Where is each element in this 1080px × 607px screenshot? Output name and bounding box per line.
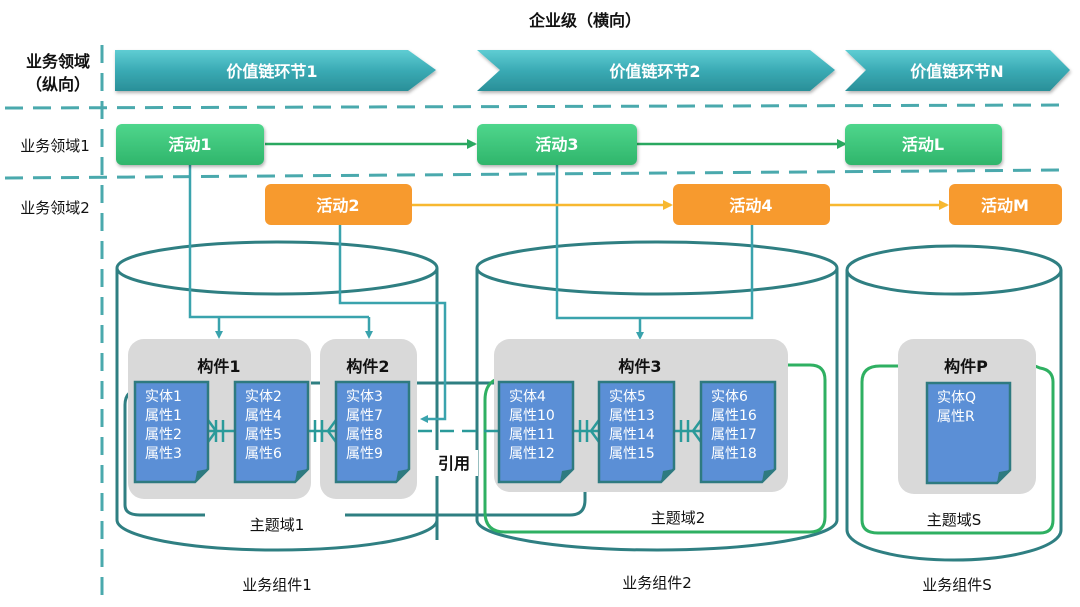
entity-attribute: 属性1 [145, 408, 182, 424]
entity-name: 实体6 [711, 389, 748, 405]
entity-document: 实体4 属性10 属性11 属性12 [497, 380, 575, 484]
activity-box-1[interactable]: 活动1 [116, 124, 264, 165]
folded-corner-icon [295, 469, 308, 482]
entity-attribute: 属性12 [509, 446, 555, 462]
business-domain-label-2: 业务领域2 [20, 199, 90, 217]
value-chain-label-2: 价值链环节2 [609, 62, 700, 81]
folded-corner-icon [396, 469, 409, 482]
activity-box-3[interactable]: 活动3 [477, 124, 637, 165]
subject-domain-2-outline [483, 363, 827, 534]
entity-attribute: 属性3 [145, 446, 182, 462]
entity-attribute: 属性10 [509, 408, 555, 424]
horizontal-dashed-divider-2 [4, 168, 1066, 180]
activity-box-M[interactable]: 活动M [949, 184, 1062, 225]
entity-name: 实体3 [346, 389, 383, 405]
vertical-axis-label-line1: 业务领域 [26, 52, 90, 71]
entity-attribute: 属性R [937, 409, 975, 425]
entity-attribute: 属性6 [245, 446, 282, 462]
connector-activity1-horizontal [188, 164, 369, 319]
folded-corner-icon [560, 469, 573, 482]
diagram-title: 企业级（横向） [528, 11, 641, 30]
entity-name: 实体2 [245, 389, 282, 405]
activity-label-3: 活动3 [535, 135, 578, 154]
entity-attribute: 属性14 [609, 427, 655, 443]
value-chain-step-N: 价值链环节N [845, 50, 1070, 91]
entity-document: 实体5 属性13 属性14 属性15 [597, 380, 676, 484]
entity-document: 实体2 属性4 属性5 属性6 [233, 380, 310, 484]
entity-attribute: 属性8 [346, 427, 383, 443]
horizontal-dashed-divider-1 [4, 103, 1066, 110]
value-chain-label-N: 价值链环节N [910, 62, 1003, 81]
relation-entity5-entity6 [674, 419, 703, 443]
business-component-label-1: 业务组件1 [242, 576, 312, 594]
activity-label-L: 活动L [902, 135, 944, 154]
activity-label-1: 活动1 [168, 135, 211, 154]
value-chain-label-1: 价值链环节1 [226, 62, 317, 81]
vertical-axis-label-line2: （纵向） [26, 75, 90, 94]
entity-document: 实体3 属性7 属性8 属性9 [334, 380, 411, 484]
folded-corner-icon [195, 469, 208, 482]
reference-label: 引用 [438, 454, 470, 473]
business-domain-label-1: 业务领域1 [20, 137, 90, 155]
entity-attribute: 属性9 [346, 446, 383, 462]
activity-label-4: 活动4 [729, 196, 772, 215]
relation-entity1-entity2 [206, 419, 235, 443]
entity-name: 实体Q [937, 390, 976, 406]
component-label-2: 构件2 [346, 357, 389, 376]
entity-name: 实体5 [609, 389, 646, 405]
entity-attribute: 属性15 [609, 446, 655, 462]
entity-documents: 实体1 属性1 属性2 属性3 实体2 属性4 属性5 属性6 实体3 属性7 属性8 属性9 实体4 属… [133, 380, 1012, 485]
activity-label-M: 活动M [981, 196, 1029, 215]
folded-corner-icon [997, 470, 1010, 483]
relation-entity4-entity5 [573, 419, 601, 443]
entity-attribute: 属性11 [509, 427, 555, 443]
component-label-1: 构件1 [197, 357, 240, 376]
folded-corner-icon [762, 469, 775, 482]
entity-document: 实体1 属性1 属性2 属性3 [133, 380, 210, 484]
value-chain-step-2: 价值链环节2 [477, 50, 835, 91]
value-chain-step-1: 价值链环节1 [115, 50, 436, 91]
connector-activity2-reference [338, 225, 447, 423]
entity-attribute: 属性13 [609, 408, 655, 424]
subject-domain-S-outline [860, 364, 1055, 535]
entity-attribute: 属性2 [145, 427, 182, 443]
activity-box-L[interactable]: 活动L [845, 124, 1002, 165]
entity-attribute: 属性17 [711, 427, 757, 443]
relation-entity2-entity3 [308, 419, 338, 443]
folded-corner-icon [661, 469, 674, 482]
entity-relations [206, 419, 703, 443]
entity-attribute: 属性7 [346, 408, 383, 424]
business-component-label-2: 业务组件2 [622, 574, 692, 592]
component-label-P: 构件P [944, 357, 988, 376]
entity-document: 实体6 属性16 属性17 属性18 [699, 380, 777, 484]
connector-activity3-activity4 [555, 165, 754, 320]
entity-document: 实体Q 属性R [925, 381, 1012, 485]
activity-box-4[interactable]: 活动4 [673, 184, 830, 225]
entity-attribute: 属性4 [245, 408, 282, 424]
entity-name: 实体1 [145, 389, 182, 405]
entity-attribute: 属性18 [711, 446, 757, 462]
entity-name: 实体4 [509, 389, 546, 405]
component-label-3: 构件3 [618, 357, 661, 376]
subject-domain-label-S: 主题域S [927, 511, 982, 529]
business-component-label-S: 业务组件S [922, 576, 992, 594]
subject-domain-1-outline-right [345, 480, 587, 517]
subject-domain-label-1: 主题域1 [250, 516, 305, 534]
reference-label-bg [430, 450, 478, 476]
entity-attribute: 属性16 [711, 408, 757, 424]
activity-box-2[interactable]: 活动2 [265, 184, 412, 225]
entity-attribute: 属性5 [245, 427, 282, 443]
activity-connectors [188, 164, 754, 423]
subject-domain-label-2: 主题域2 [651, 509, 706, 527]
activity-label-2: 活动2 [316, 196, 359, 215]
